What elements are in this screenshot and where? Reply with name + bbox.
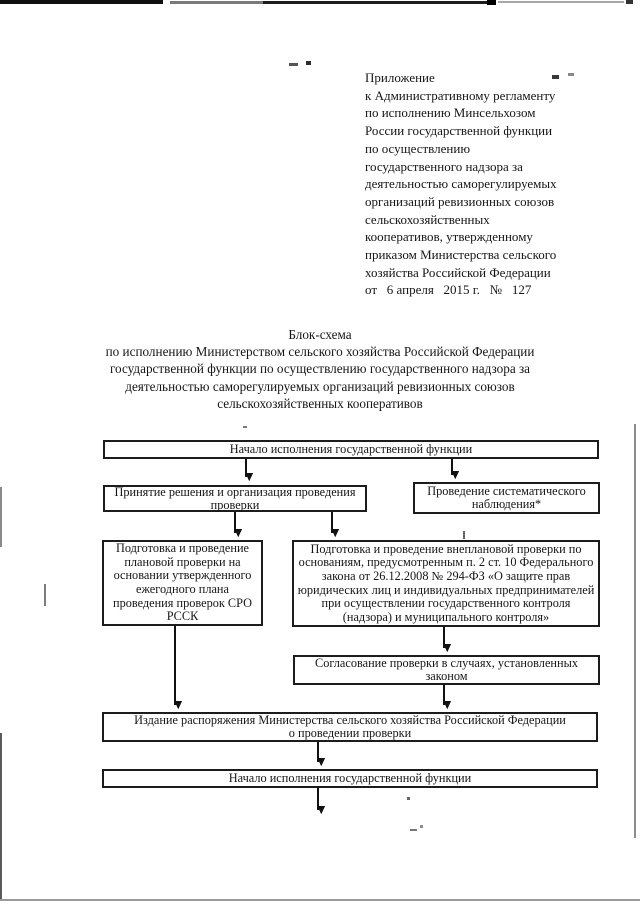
scan-speck xyxy=(289,63,298,66)
scan-artifact-top-right xyxy=(498,1,624,3)
scan-speck xyxy=(306,61,311,65)
scan-speck xyxy=(407,797,410,800)
appendix-line: России государственной функции xyxy=(365,123,553,139)
appendix-line: организаций ревизионных союзов xyxy=(365,193,555,209)
scan-artifact-top-blob xyxy=(487,0,496,5)
document-title: Блок-схема по исполнению Министерством с… xyxy=(30,326,610,412)
scan-artifact-dash xyxy=(44,584,46,606)
appendix-line: по исполнению Минсельхозом xyxy=(365,105,536,121)
scan-artifact-bottom-line xyxy=(0,899,640,901)
scan-artifact-left-line xyxy=(0,733,2,901)
scan-speck xyxy=(568,73,574,76)
flowchart-box-end: Начало исполнения государственной функци… xyxy=(102,769,598,788)
title-line: сельскохозяйственных кооперативов xyxy=(217,395,423,411)
appendix-line: приказом Министерства сельского xyxy=(365,247,557,263)
appendix-line: деятельностью саморегулируемых xyxy=(365,176,557,192)
flowchart-box-start: Начало исполнения государственной функци… xyxy=(103,440,599,459)
appendix-line: хозяйства Российской Федерации xyxy=(365,264,551,280)
flowchart-box-planned-check: Подготовка и проведение плановой проверк… xyxy=(102,540,263,626)
appendix-line: кооперативов, утвержденному xyxy=(365,229,533,245)
flowchart-box-approval: Согласование проверки в случаях, установ… xyxy=(293,655,600,685)
scan-artifact-top-corner xyxy=(626,0,633,4)
flowchart-box-observation: Проведение систематического наблюдения* xyxy=(413,482,600,514)
appendix-line: Приложение xyxy=(365,70,435,85)
flowchart-box-decision: Принятие решения и организация проведени… xyxy=(103,485,367,512)
title-line: по исполнению Министерством сельского хо… xyxy=(105,344,535,360)
scan-speck xyxy=(552,75,559,79)
title-line: Блок-схема xyxy=(288,327,352,342)
scan-artifact-left-line xyxy=(0,487,2,547)
appendix-line: государственного надзора за xyxy=(365,158,523,174)
appendix-line: к Административному регламенту xyxy=(365,87,556,103)
scan-artifact-top-left xyxy=(0,0,163,4)
title-line: государственной функции по осуществлению… xyxy=(109,361,531,377)
flowchart-box-order: Издание распоряжения Министерства сельск… xyxy=(102,712,598,742)
title-line: деятельностью саморегулируемых организац… xyxy=(125,378,515,394)
scan-artifact-top-gray xyxy=(170,1,263,4)
appendix-line: по осуществлению xyxy=(365,140,471,156)
appendix-line: сельскохозяйственных xyxy=(365,211,490,227)
scan-artifact-top-mid xyxy=(263,1,488,4)
flowchart-box-unplanned-check: Подготовка и проведение внеплановой пров… xyxy=(292,540,600,627)
appendix-date-line: от 6 апреля 2015 г. № 127 xyxy=(365,282,532,298)
scan-speck xyxy=(410,829,417,831)
scan-speck xyxy=(420,825,423,828)
scan-artifact-right-line xyxy=(634,424,636,838)
scan-speck xyxy=(463,531,465,539)
scan-speck xyxy=(243,426,247,428)
appendix-header: Приложение к Административному регламент… xyxy=(365,69,593,299)
